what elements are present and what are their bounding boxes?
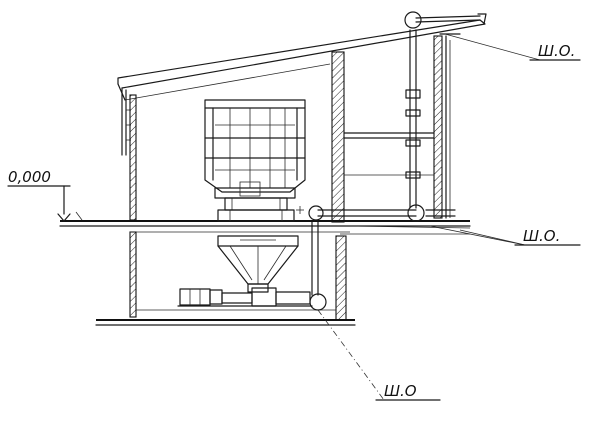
valve-bottom: [309, 293, 327, 311]
feeder-bin: [204, 99, 306, 222]
central-column: [331, 51, 347, 321]
floor-slab: [59, 220, 471, 235]
callout-leaders: [317, 33, 581, 401]
callout-label-bottom: Ш.О: [384, 382, 417, 400]
roof: [117, 19, 486, 101]
ground-line: [95, 309, 356, 326]
callout-label-top-right: Ш.О.: [538, 42, 575, 60]
hopper: [217, 235, 299, 293]
elevation-label: 0,000: [8, 168, 51, 186]
callout-label-middle-right: Ш.О.: [523, 227, 560, 245]
valve-top: [404, 11, 422, 29]
left-wall: [121, 87, 137, 318]
elevation-mark: 0,000: [7, 168, 83, 222]
valve-middle-left: [308, 205, 324, 221]
right-wall: [433, 33, 461, 219]
valve-middle-right: [407, 204, 425, 222]
pipes: [311, 13, 487, 296]
mezzanine-beams: [343, 132, 435, 176]
valves: [308, 11, 425, 311]
motor-unit: [177, 287, 313, 307]
